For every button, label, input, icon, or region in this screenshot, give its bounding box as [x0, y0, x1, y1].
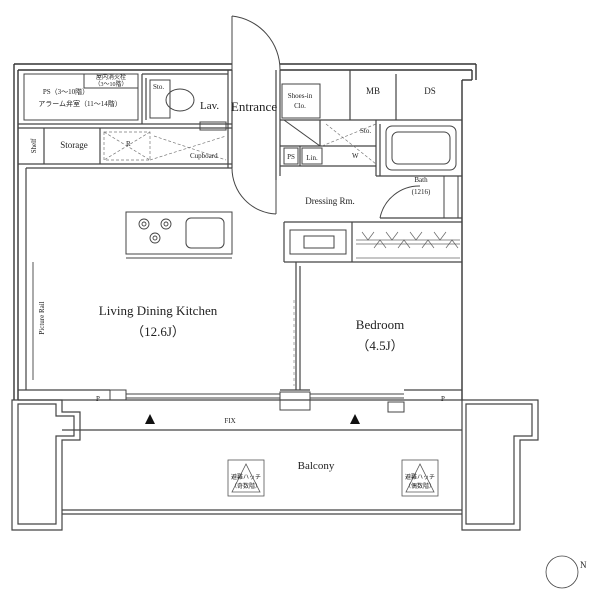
balcony-label: Balcony [298, 460, 335, 472]
storage-label: Storage [60, 140, 88, 150]
north-compass-icon [545, 555, 579, 589]
w-label: W [352, 152, 359, 160]
p-left-label: P [96, 395, 100, 403]
cupboard-label: Cupboard [190, 152, 218, 160]
entry-arrow-right [350, 414, 360, 424]
fire-hydrant-label: 屋内消火栓 [96, 73, 126, 81]
bedroom-name: Bedroom [356, 317, 404, 332]
shoes-label-2: Clo. [294, 102, 306, 110]
toilet-sto-label: Sto. [153, 83, 164, 91]
bath-label: Bath [414, 176, 428, 184]
kitchen-counter [125, 211, 233, 259]
ps-box [23, 73, 139, 121]
hatch-right-line2: （偶数階） [405, 482, 435, 490]
mb-label: MB [366, 86, 380, 96]
washbasin [289, 229, 347, 255]
linen-box [301, 147, 323, 165]
closet-hatch [356, 231, 460, 259]
r-label: R [126, 140, 131, 148]
picture-rail-label: Picture Rail [38, 301, 46, 334]
hatch-right-line1: 避難ハッチ [405, 473, 435, 481]
lin-label: Lin. [306, 154, 318, 162]
ps-floors-label: PS（3～10階） [43, 87, 89, 96]
evacuation-hatch-right [401, 459, 439, 497]
shoes-label-1: Shoes-in [288, 92, 313, 100]
bath-size-label: (1216) [412, 188, 431, 196]
ps-small-label: PS [287, 153, 295, 161]
ldk-name: Living Dining Kitchen [99, 303, 218, 318]
shoes-closet [281, 83, 321, 147]
stove-burners [138, 218, 172, 244]
shelf-label: Shelf [30, 138, 38, 153]
evacuation-hatch-left [227, 459, 265, 497]
ps-small-box [283, 147, 299, 165]
p-right-label: P [441, 395, 445, 403]
fire-floors-label: （3～10階） [94, 80, 127, 88]
bedroom-size: （4.5J） [356, 338, 403, 353]
entrance-door [231, 15, 281, 215]
bathtub [379, 125, 459, 219]
ds-label: DS [424, 86, 436, 96]
window-sashes [109, 389, 405, 413]
balcony-walls [11, 399, 539, 531]
ldk-size: （12.6J） [131, 324, 185, 339]
sto-dressing-label: Sto. [360, 127, 371, 135]
toilet-fixture [149, 79, 227, 131]
dressing-label: Dressing Rm. [305, 196, 355, 206]
hatch-left-line1: 避難ハッチ [231, 473, 261, 481]
storage-dashes [103, 131, 227, 161]
compass-label: N [580, 560, 587, 570]
outer-walls [13, 63, 477, 400]
lav-label: Lav. [200, 100, 219, 112]
hatch-left-line2: （奇数階） [231, 482, 261, 490]
fix-label: FIX [224, 417, 235, 425]
alarm-room-label: アラーム弁室（11～14階） [38, 99, 122, 108]
interior-walls [18, 70, 462, 401]
entry-arrow-left [145, 414, 155, 424]
entrance-label: Entrance [231, 99, 277, 114]
washer-dashes [321, 123, 377, 165]
